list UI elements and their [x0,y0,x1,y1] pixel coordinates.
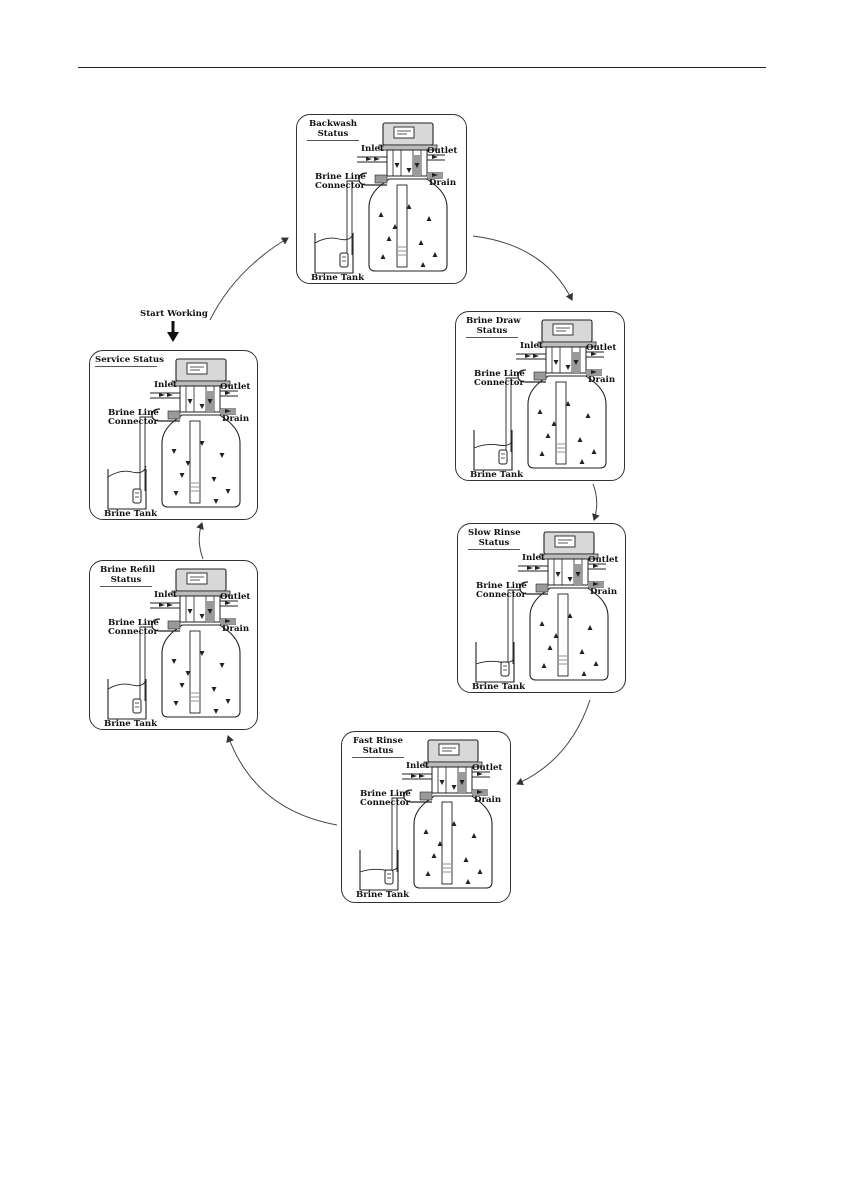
start-arrow [167,321,179,342]
brine-tank-label: Brine Tank [104,719,158,729]
connector-label: Connector [476,590,526,600]
brine-line-label: Brine Line [108,408,159,418]
connector-label: Connector [108,627,158,637]
brine-tank-label: Brine Tank [470,470,524,480]
brine-tank-label: Brine Tank [311,273,365,283]
inlet-label: Inlet [520,341,543,351]
outlet-label: Outlet [586,343,617,353]
inlet-label: Inlet [154,380,177,390]
brine-line-label: Brine Line [476,581,527,591]
panel-title-line: Service Status [95,355,164,365]
inlet-label: Inlet [406,761,429,771]
arrow-slow-rinse-to-fast-rinse [516,699,591,786]
arrow-service-to-backwash [209,237,289,321]
start-working-label: Start Working [140,309,208,319]
drain-label: Drain [222,414,250,424]
outlet-label: Outlet [472,763,503,773]
outlet-label: Outlet [427,146,458,156]
drain-label: Drain [474,795,502,805]
outlet-label: Outlet [588,555,619,565]
softener-illustration [107,568,241,720]
softener-illustration [314,122,448,274]
panel-title-line: Brine Draw [466,316,521,326]
softener-illustration [359,739,493,891]
brine-tank-label: Brine Tank [104,509,158,519]
connector-label: Connector [315,181,365,191]
panel-title-line: Fast Rinse [353,736,403,746]
inlet-label: Inlet [154,590,177,600]
panel-title-line: Status [317,129,349,139]
brine-line-label: Brine Line [474,369,525,379]
drain-label: Drain [222,624,250,634]
header-rule [78,67,766,68]
panel-title-line: Status [478,538,510,548]
connector-label: Connector [474,378,524,388]
drain-label: Drain [590,587,618,597]
arrow-brine-draw-to-slow-rinse [592,483,600,521]
brine-line-label: Brine Line [315,172,366,182]
connector-label: Connector [360,798,410,808]
inlet-label: Inlet [522,553,545,563]
panel-title-line: Slow Rinse [468,528,521,538]
drain-label: Drain [588,375,616,385]
softener-illustration [475,531,609,683]
inlet-label: Inlet [361,144,384,154]
softener-illustration [473,319,607,471]
brine-line-label: Brine Line [108,618,159,628]
arrow-fast-rinse-to-brine-refill [226,735,338,826]
panel-title-line: Brine Refill [100,565,156,575]
outlet-label: Outlet [220,592,251,602]
outlet-label: Outlet [220,382,251,392]
drain-label: Drain [429,178,457,188]
brine-tank-label: Brine Tank [472,682,526,692]
panel-title-line: Backwash [308,119,358,129]
panel-title-line: Status [476,326,508,336]
connector-label: Connector [108,417,158,427]
arrow-brine-refill-to-service [196,522,204,560]
arrow-backwash-to-brine-draw [472,235,573,301]
brine-tank-label: Brine Tank [356,890,410,900]
panel-title-line: Status [362,746,394,756]
brine-line-label: Brine Line [360,789,411,799]
panel-title-line: Status [110,575,142,585]
softener-illustration [107,358,241,510]
panel-title: Service Status [95,355,164,367]
